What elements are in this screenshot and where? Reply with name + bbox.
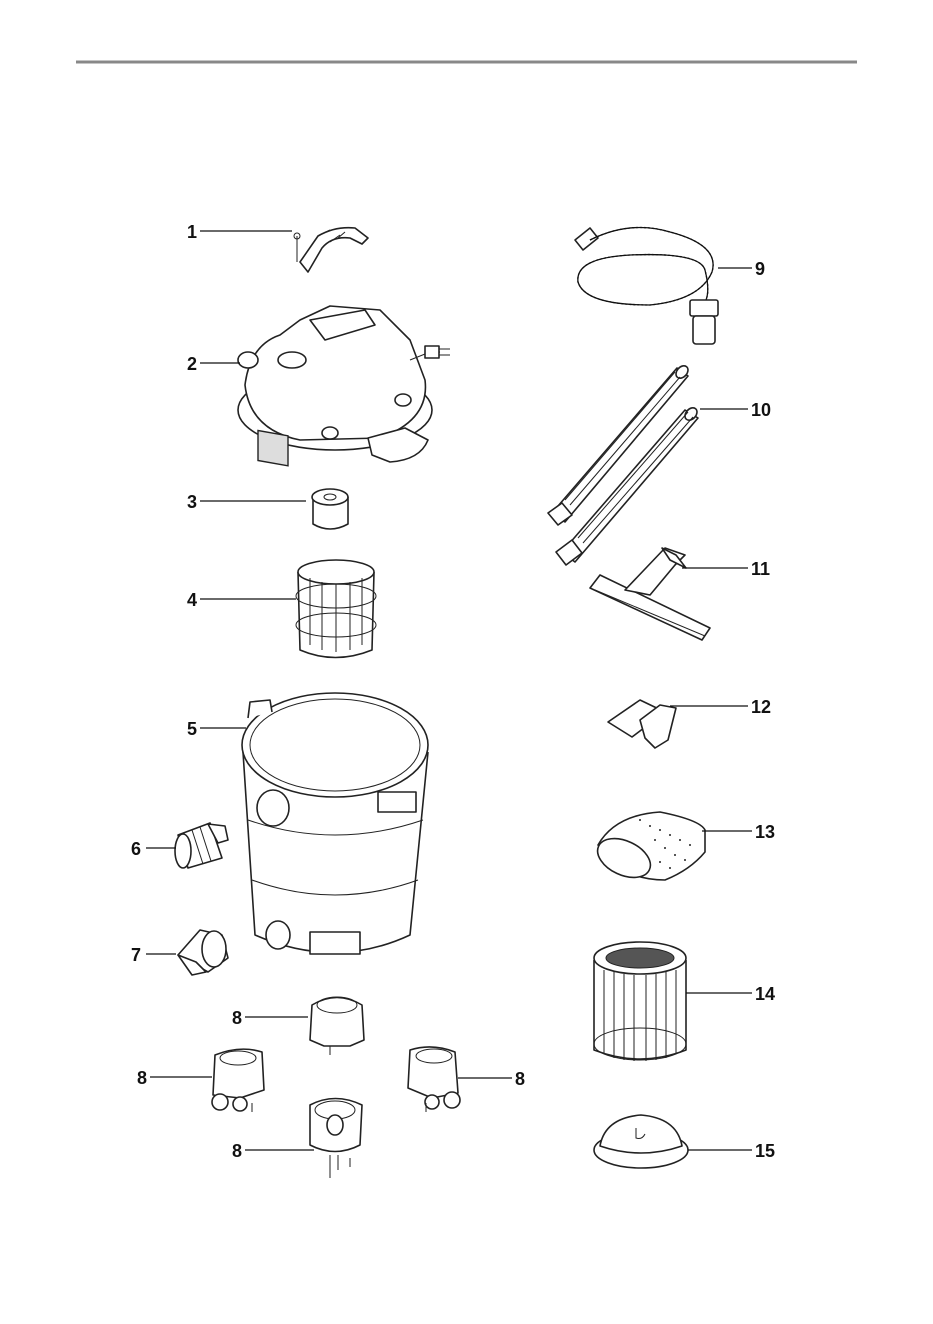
part-10-extension-wands: [548, 363, 699, 565]
callout-8-top: 8: [232, 1008, 242, 1028]
part-4-filter-cage: [296, 560, 376, 658]
callout-7: 7: [131, 945, 141, 965]
part-11-floor-nozzle: [590, 548, 710, 640]
part-8-caster-top: [310, 997, 364, 1055]
part-12-utility-nozzle: [608, 700, 676, 748]
part-13-dust-bag: [591, 812, 705, 885]
part-8-caster-left: [212, 1049, 264, 1112]
part-1-handle: [294, 228, 368, 272]
callout-8-bottom: 8: [232, 1141, 242, 1161]
part-14-cartridge-filter: [594, 942, 686, 1061]
part-2-motor-head: [238, 306, 450, 466]
callout-14: 14: [755, 984, 775, 1004]
part-6-inlet-adapter: [175, 823, 228, 868]
callout-3: 3: [187, 492, 197, 512]
callout-15: 15: [755, 1141, 775, 1161]
callout-1: 1: [187, 222, 197, 242]
callout-2: 2: [187, 354, 197, 374]
part-8-caster-right: [408, 1047, 460, 1112]
callout-9: 9: [755, 259, 765, 279]
part-7-inlet-plug: [178, 930, 228, 975]
callout-10: 10: [751, 400, 771, 420]
callout-4: 4: [187, 590, 197, 610]
part-8-caster-bottom: [310, 1099, 362, 1179]
callout-6: 6: [131, 839, 141, 859]
part-9-hose: [575, 228, 718, 345]
callout-5: 5: [187, 719, 197, 739]
callout-8-right: 8: [515, 1069, 525, 1089]
part-5-tank: [242, 693, 428, 954]
callout-13: 13: [755, 822, 775, 842]
callout-11: 11: [751, 559, 770, 579]
callout-8-left: 8: [137, 1068, 147, 1088]
callout-12: 12: [751, 697, 771, 717]
part-15-filter-lid: [594, 1115, 688, 1168]
part-3-foam-filter: [312, 489, 348, 529]
